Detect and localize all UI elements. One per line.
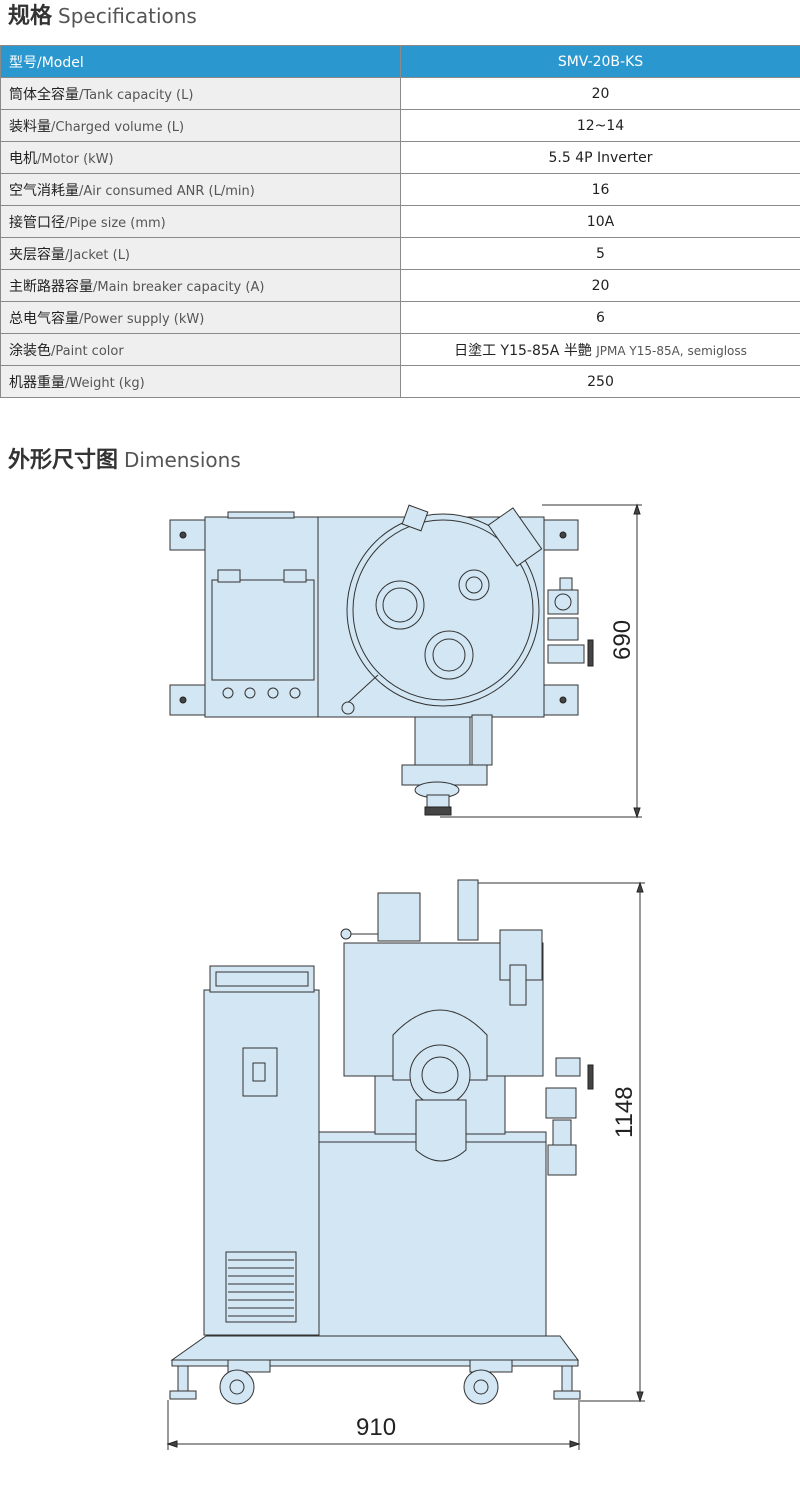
mounting-feet [169, 519, 579, 716]
row-label: 涂装色/Paint color [0, 333, 401, 366]
table-row: 夹层容量/Jacket (L) 5 [0, 237, 800, 270]
row-label-en: /Main breaker capacity (A) [93, 279, 265, 295]
table-row: 电机/Motor (kW) 5.5 4P Inverter [0, 141, 800, 174]
paint-color-value: 日塗工 Y15-85A 半艶 [454, 342, 592, 359]
front-view-drawing: 1148 910 [166, 879, 645, 1450]
row-label: 总电气容量/Power supply (kW) [0, 301, 401, 334]
table-row: 机器重量/Weight (kg) 250 [0, 365, 800, 398]
valve-assembly [547, 577, 594, 667]
dimension-depth-label: 690 [609, 620, 636, 660]
row-label-zh: 装料量 [9, 118, 51, 135]
table-row: 主断路器容量/Main breaker capacity (A) 20 [0, 269, 800, 302]
dimension-height-label: 1148 [611, 1086, 638, 1138]
row-label-en: /Air consumed ANR (L/min) [79, 183, 255, 199]
row-label-zh: 空气消耗量 [9, 182, 79, 199]
row-label-zh: 电机 [9, 150, 37, 167]
caster-right [463, 1359, 513, 1405]
row-label-zh: 接管口径 [9, 214, 65, 231]
table-row: 接管口径/Pipe size (mm) 10A [0, 205, 800, 238]
dimension-690 [440, 503, 642, 819]
model-label-en: /Model [37, 54, 84, 71]
row-label-en: /Pipe size (mm) [65, 215, 166, 231]
row-label-zh: 夹层容量 [9, 246, 65, 263]
specifications-table: 型号/Model SMV-20B-KS 筒体全容量/Tank capacity … [0, 45, 800, 398]
model-label-zh: 型号 [9, 54, 37, 71]
row-value: 250 [400, 365, 800, 398]
row-value: 12~14 [400, 109, 800, 142]
outlet-assembly [401, 714, 493, 816]
dimensions-title-zh: 外形尺寸图 [8, 448, 119, 473]
row-label: 主断路器容量/Main breaker capacity (A) [0, 269, 401, 302]
row-value: 20 [400, 77, 800, 110]
row-label: 空气消耗量/Air consumed ANR (L/min) [0, 173, 401, 206]
table-row: 空气消耗量/Air consumed ANR (L/min) 16 [0, 173, 800, 206]
model-value: SMV-20B-KS [400, 45, 800, 78]
row-label: 机器重量/Weight (kg) [0, 365, 401, 398]
row-value: 5.5 4P Inverter [400, 141, 800, 174]
row-label-en: /Tank capacity (L) [79, 87, 194, 103]
row-label-zh: 筒体全容量 [9, 86, 79, 103]
dimension-width-label: 910 [356, 1414, 396, 1441]
control-cabinet [203, 965, 320, 1336]
row-value: 日塗工 Y15-85A 半艶 JPMA Y15-85A, semigloss [400, 333, 800, 366]
top-view-drawing: 690 [169, 503, 642, 819]
vent-louvers [228, 1259, 294, 1317]
row-label: 装料量/Charged volume (L) [0, 109, 401, 142]
row-label-en: /Jacket (L) [65, 247, 131, 263]
row-label-zh: 总电气容量 [9, 310, 79, 327]
air-regulator [545, 1057, 594, 1176]
row-label-en: /Charged volume (L) [51, 119, 185, 135]
caster-left [219, 1359, 271, 1405]
row-label: 筒体全容量/Tank capacity (L) [0, 77, 401, 110]
table-row: 筒体全容量/Tank capacity (L) 20 [0, 77, 800, 110]
row-label: 夹层容量/Jacket (L) [0, 237, 401, 270]
table-row: 装料量/Charged volume (L) 12~14 [0, 109, 800, 142]
row-label-en: /Weight (kg) [65, 375, 145, 391]
table-row: 总电气容量/Power supply (kW) 6 [0, 301, 800, 334]
dimensions-title-en: Dimensions [124, 448, 241, 472]
row-value: 10A [400, 205, 800, 238]
table-row: 涂装色/Paint color 日塗工 Y15-85A 半艶 JPMA Y15-… [0, 333, 800, 366]
dimension-910 [166, 1400, 581, 1450]
paint-color-value-en: JPMA Y15-85A, semigloss [596, 343, 747, 358]
vessel-body [317, 504, 545, 718]
vessel-housing [340, 879, 544, 1162]
row-label-zh: 涂装色 [9, 342, 51, 359]
table-header-row: 型号/Model SMV-20B-KS [0, 45, 800, 78]
row-value: 20 [400, 269, 800, 302]
model-label: 型号/Model [0, 45, 401, 78]
row-label-en: /Paint color [51, 343, 124, 359]
leveling-feet [169, 1365, 581, 1400]
row-label-en: /Power supply (kW) [79, 311, 205, 327]
row-label: 电机/Motor (kW) [0, 141, 401, 174]
control-box [204, 511, 319, 718]
row-value: 16 [400, 173, 800, 206]
row-label-zh: 主断路器容量 [9, 278, 93, 295]
row-value: 5 [400, 237, 800, 270]
dimension-1148 [478, 881, 645, 1403]
row-label-zh: 机器重量 [9, 374, 65, 391]
specifications-title-en: Specifications [58, 4, 197, 28]
specifications-title-zh: 规格 [8, 4, 53, 29]
row-label: 接管口径/Pipe size (mm) [0, 205, 401, 238]
row-value: 6 [400, 301, 800, 334]
row-label-en: /Motor (kW) [37, 151, 114, 167]
